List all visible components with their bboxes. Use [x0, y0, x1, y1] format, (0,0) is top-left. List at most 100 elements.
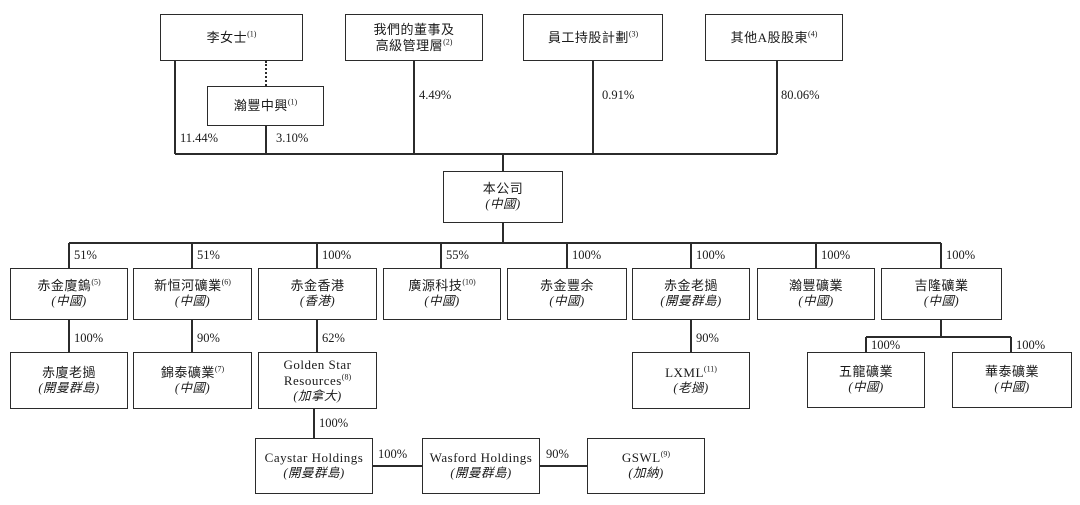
org-node-jilong-mining: 吉隆礦業(中國): [881, 268, 1002, 320]
org-node-name-line: 赤廈老撾: [38, 365, 99, 381]
ownership-percentage-label: 100%: [1016, 338, 1046, 352]
org-node-name-line: 高級管理層(2): [373, 38, 454, 54]
org-node-text: 瀚豐中興(1): [234, 98, 297, 114]
org-node-text: 五龍礦業(中國): [839, 364, 893, 395]
org-node-the-company: 本公司(中國): [443, 171, 563, 223]
org-node-jintai-mining: 錦泰礦業(7)(中國): [133, 352, 252, 409]
org-node-text: 赤金香港(香港): [290, 278, 344, 309]
org-node-name: 赤金豐余: [539, 278, 594, 294]
ownership-percentage-label: 80.06%: [781, 88, 820, 102]
org-node-li-madam: 李女士(1): [160, 14, 303, 61]
footnote-superscript: (3): [628, 29, 639, 39]
org-node-other-a-shareholders: 其他A股股東(4): [705, 14, 843, 61]
org-node-name: 吉隆礦業: [914, 278, 969, 294]
org-node-text: 其他A股股東(4): [731, 30, 818, 46]
org-node-name-line: LXML(11): [665, 365, 717, 381]
footnote-superscript: (1): [287, 97, 298, 107]
org-node-guangyuan-tech: 廣源科技(10)(中國): [383, 268, 501, 320]
connector-line: [191, 243, 193, 268]
org-node-text: 吉隆礦業(中國): [914, 278, 968, 309]
org-node-text: 赤金豐余(中國): [540, 278, 594, 309]
ownership-percentage-label: 90%: [546, 447, 569, 461]
connector-line: [68, 243, 70, 268]
footnote-superscript: (6): [221, 278, 231, 288]
org-node-name: 赤金老撾: [663, 278, 718, 294]
footnote-superscript: (10): [462, 278, 476, 288]
connector-line: [815, 243, 817, 268]
org-node-huatai-mining: 華泰礦業(中國): [952, 352, 1072, 408]
org-node-name: 赤廈老撾: [41, 364, 96, 380]
connector-line: [776, 61, 778, 154]
org-node-text: GSWL(9)(加納): [622, 450, 670, 481]
org-node-name: 赤金廈鎢: [37, 278, 92, 294]
org-node-name-line: 我們的董事及: [373, 22, 454, 38]
connector-line: [68, 320, 70, 352]
org-node-name: GSWL: [621, 450, 661, 466]
org-node-name-line: 赤金廈鎢(5): [37, 278, 100, 294]
org-node-jurisdiction: (中國): [485, 197, 521, 212]
org-node-jurisdiction: (中國): [923, 294, 960, 309]
org-node-name: 廣源科技: [408, 278, 463, 294]
connector-line: [316, 320, 318, 352]
org-node-name-line: 華泰礦業: [985, 364, 1039, 380]
org-node-text: 瀚豐礦業(中國): [789, 278, 843, 309]
connector-line: [865, 337, 867, 352]
org-node-wulong-mining: 五龍礦業(中國): [807, 352, 925, 408]
org-node-chijin-xiawu: 赤金廈鎢(5)(中國): [10, 268, 128, 320]
ownership-percentage-label: 100%: [946, 248, 976, 262]
org-node-name-line: 吉隆礦業: [914, 278, 968, 294]
org-node-name-line: 五龍礦業: [839, 364, 893, 380]
connector-line: [502, 154, 504, 171]
org-node-name: 我們的董事及: [373, 21, 455, 37]
org-node-jurisdiction: (中國): [994, 380, 1030, 395]
org-node-lxml: LXML(11)(老撾): [632, 352, 750, 409]
org-node-name: 華泰礦業: [984, 364, 1039, 380]
dotted-connector-line: [265, 61, 267, 86]
footnote-superscript: (7): [214, 364, 225, 374]
connector-line: [566, 243, 568, 268]
org-node-name-line: 赤金老撾: [660, 278, 721, 294]
org-node-name: 瀚豐礦業: [788, 278, 843, 294]
org-node-name-line: Wasford Holdings: [430, 450, 533, 466]
ownership-percentage-label: 100%: [322, 248, 352, 262]
org-node-jurisdiction: (中國): [798, 294, 834, 309]
org-node-name-line: Golden Star: [284, 357, 352, 373]
connector-line: [175, 153, 777, 155]
org-node-name-line: 瀚豐中興(1): [234, 98, 297, 114]
org-node-jurisdiction: (香港): [299, 294, 336, 309]
org-node-name: Caystar Holdings: [264, 450, 364, 466]
org-node-text: Wasford Holdings(開曼群島): [430, 450, 533, 481]
ownership-percentage-label: 90%: [197, 331, 220, 345]
org-node-name: 李女士: [206, 29, 248, 45]
org-node-name: 本公司: [482, 181, 524, 197]
ownership-percentage-label: 100%: [319, 416, 349, 430]
org-node-name-line: 其他A股股東(4): [731, 30, 818, 46]
org-node-name: 瀚豐中興: [233, 98, 288, 114]
org-node-jurisdiction: (中國): [848, 380, 884, 395]
org-node-directors-management: 我們的董事及高級管理層(2): [345, 14, 483, 61]
ownership-percentage-label: 11.44%: [180, 131, 219, 145]
connector-line: [316, 243, 318, 268]
org-node-text: 錦泰礦業(7)(中國): [161, 365, 224, 396]
ownership-percentage-label: 51%: [74, 248, 97, 262]
org-node-name: Wasford Holdings: [429, 450, 533, 466]
org-node-text: 新恒河礦業(6)(中國): [154, 278, 231, 309]
connector-line: [866, 336, 1011, 338]
org-node-name-line: 本公司: [483, 181, 524, 197]
footnote-superscript: (8): [341, 372, 352, 382]
org-node-name: 赤金香港: [290, 278, 345, 294]
ownership-percentage-label: 3.10%: [276, 131, 309, 145]
org-node-text: 我們的董事及高級管理層(2): [373, 22, 454, 54]
ownership-percentage-label: 100%: [821, 248, 851, 262]
org-node-jurisdiction: (開曼群島): [450, 466, 512, 481]
org-node-name-line: Caystar Holdings: [265, 450, 364, 466]
org-node-gswl: GSWL(9)(加納): [587, 438, 705, 494]
ownership-percentage-label: 100%: [74, 331, 104, 345]
ownership-percentage-label: 55%: [446, 248, 469, 262]
connector-line: [502, 223, 504, 243]
connector-line: [313, 409, 315, 438]
org-node-jurisdiction: (加拿大): [293, 388, 342, 403]
